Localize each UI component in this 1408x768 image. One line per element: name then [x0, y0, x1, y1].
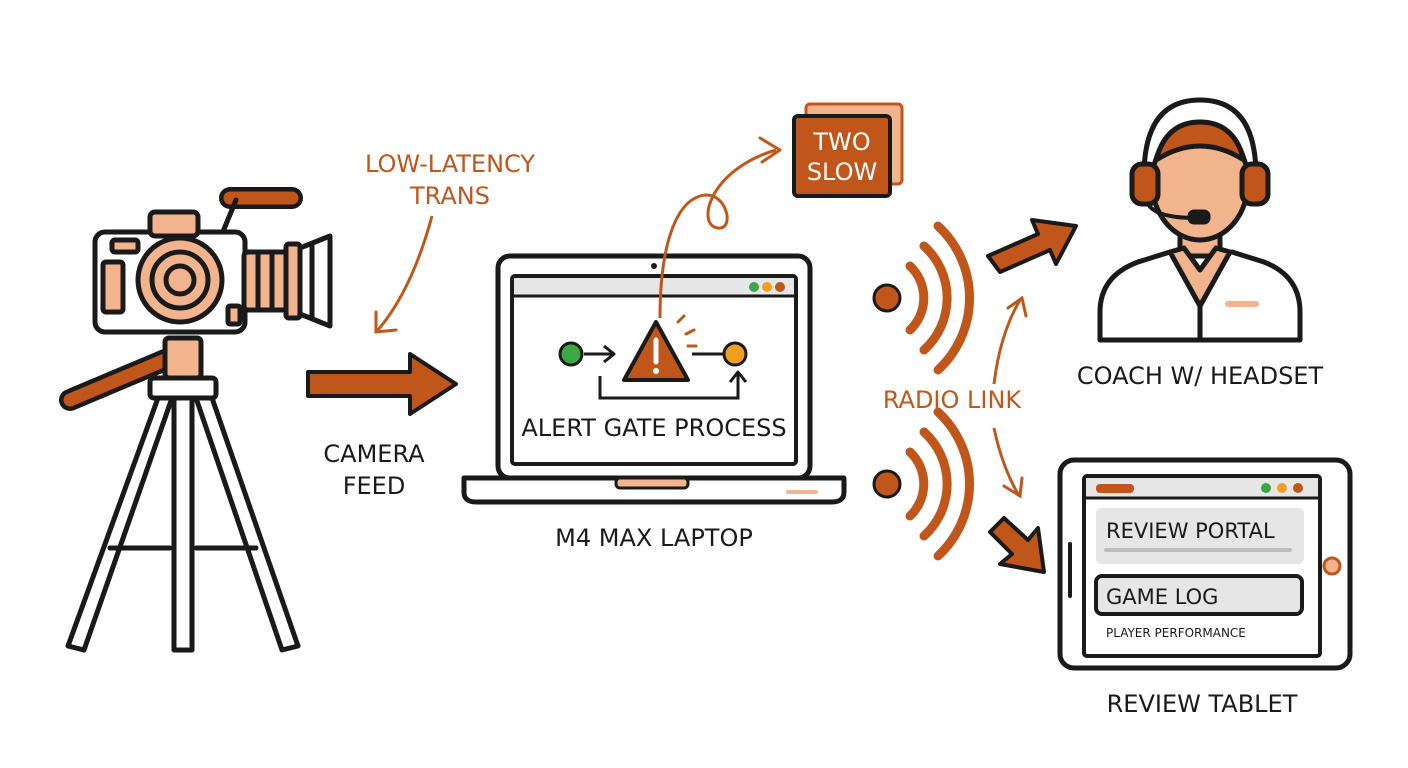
- laptop-window-dot-amber: [762, 282, 772, 292]
- two-slow-arrow-head: [758, 136, 782, 164]
- two-slow-label: TWO: [812, 128, 870, 156]
- two-slow-arrow: [658, 148, 777, 319]
- tablet-window-dot-amber: [1277, 483, 1287, 493]
- alert-gate-label: ALERT GATE PROCESS: [521, 414, 786, 442]
- laptop-window-dot-orange: [775, 282, 785, 292]
- radio-link-label: RADIO LINK: [883, 386, 1023, 414]
- flow-arrow-in-head: [603, 344, 616, 364]
- tablet-window-dot-orange: [1293, 483, 1303, 493]
- flow-start-node: [558, 341, 584, 367]
- warning-icon: [622, 320, 690, 382]
- flow-loop-arrow-head: [728, 370, 748, 383]
- radio-link-arrow-down: [992, 427, 1020, 495]
- radio-wave-icon-lower: [872, 407, 975, 561]
- two-slow-label-line2: SLOW: [807, 158, 877, 186]
- flow-end-node: [722, 341, 748, 367]
- tripod-icon: [59, 335, 301, 653]
- low-latency-label: LOW-LATENCY: [365, 150, 535, 178]
- tablet-caption: REVIEW TABLET: [1107, 690, 1298, 718]
- two-slow-badge: [792, 114, 892, 198]
- flow-loop-arrow: [598, 372, 740, 400]
- camera-icon: [92, 187, 333, 335]
- low-latency-arrow-head: [374, 310, 398, 334]
- radio-link-arrow-up: [992, 299, 1022, 385]
- game-log-panel[interactable]: [1094, 574, 1304, 616]
- tablet-window-dot-green: [1261, 483, 1271, 493]
- coach-caption: COACH W/ HEADSET: [1077, 362, 1324, 390]
- laptop-webcam: [651, 263, 657, 269]
- tablet-arrow: [988, 516, 1046, 574]
- low-latency-label-line2: TRANS: [409, 182, 490, 210]
- radio-wave-icon: [872, 221, 975, 375]
- radio-link-arrow-down-head: [1002, 476, 1024, 499]
- camera-feed-label: CAMERA: [323, 440, 425, 468]
- coach-headset-icon: [1097, 97, 1303, 343]
- laptop-caption: M4 MAX LAPTOP: [555, 524, 753, 552]
- camera-feed-arrow: [306, 352, 458, 416]
- player-performance-label: PLAYER PERFORMANCE: [1106, 626, 1246, 640]
- game-log-label: GAME LOG: [1106, 585, 1218, 609]
- laptop-window-dot-green: [749, 282, 759, 292]
- low-latency-arrow: [376, 215, 434, 331]
- radio-link-arrow-up-head: [1006, 295, 1028, 318]
- tablet-title-bar-pill: [1096, 484, 1134, 493]
- coach-arrow: [986, 218, 1078, 274]
- warning-spark-lines: [676, 314, 698, 348]
- camera-feed-label-line2: FEED: [343, 472, 406, 500]
- review-portal-label: REVIEW PORTAL: [1106, 519, 1275, 543]
